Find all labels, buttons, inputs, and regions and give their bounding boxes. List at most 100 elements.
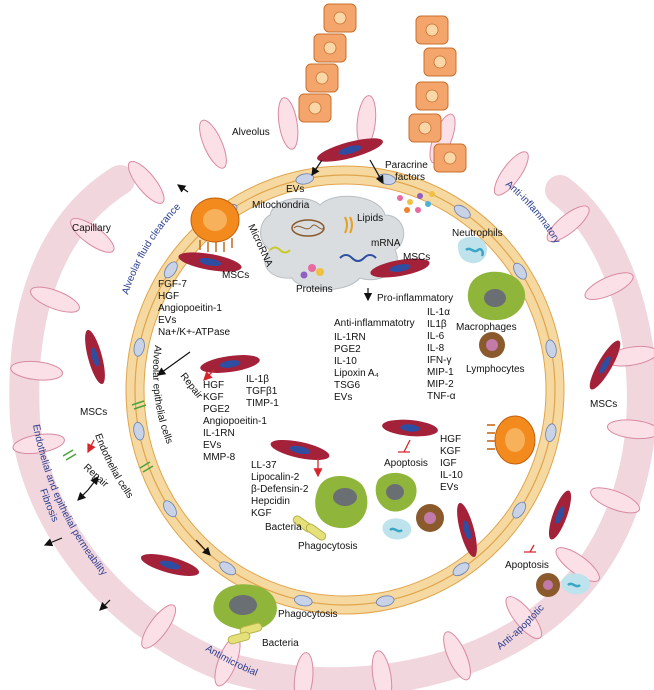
- pro-inflammatory-item: MIP-2: [427, 379, 454, 390]
- epithelial-nucleus: [545, 339, 557, 359]
- red-arrows: [87, 369, 536, 553]
- evs-label: EVs: [286, 184, 304, 195]
- anti-apoptotic-item: EVs: [440, 482, 458, 493]
- endothelial-cell: [546, 205, 590, 243]
- lymphocytes-label: Lymphocytes: [466, 364, 525, 375]
- endothelial-cell: [70, 217, 115, 253]
- capillary-immune-cells: [536, 573, 591, 597]
- repair-up-item: PGE2: [203, 404, 230, 415]
- alveolar-epithelial-cells-label: Alveolar epithelial cells: [150, 345, 175, 446]
- anti-inflammatory-item: EVs: [334, 392, 352, 403]
- endothelial-cell: [584, 272, 634, 301]
- endothelial-cell: [590, 487, 641, 514]
- epithelial-nucleus: [453, 204, 471, 219]
- endothelial-cell: [493, 151, 529, 196]
- anti-inflammatory-heading: Anti-inflammatotry: [334, 318, 415, 329]
- phagocytosis-label-center: Phagocytosis: [298, 541, 357, 552]
- capillary-label: Capillary: [72, 223, 111, 234]
- antimicrobial-item: KGF: [251, 508, 272, 519]
- epithelial-nucleus: [512, 501, 527, 519]
- mscs-label-left: MSCs: [80, 407, 107, 418]
- repair-up-item: EVs: [203, 440, 221, 451]
- epithelial-nucleus: [295, 173, 315, 185]
- epithelial-nucleus: [133, 338, 145, 357]
- epithelial-nucleus: [133, 421, 145, 441]
- endothelial-cell: [127, 160, 165, 204]
- epithelial-nucleus: [513, 262, 527, 280]
- repair-up-item: HGF: [203, 380, 224, 391]
- endothelial-cell: [277, 97, 299, 150]
- mscs-label-top-left: MSCs: [222, 270, 249, 281]
- neutrophil-icon: [458, 236, 487, 264]
- bacteria-label-bottom: Bacteria: [262, 638, 299, 649]
- repair-label-inner: Repair: [178, 371, 205, 402]
- antimicrobial-item: LL-37: [251, 460, 277, 471]
- epithelial-nucleus: [452, 562, 470, 577]
- repair-up-item: IL-1RN: [203, 428, 235, 439]
- epithelial-nucleus: [219, 561, 237, 576]
- pro-inflammatory-item: IL-1α: [427, 307, 450, 318]
- pro-inflammatory-item: IL1β: [427, 319, 447, 330]
- anti-inflammatory-item: TSG6: [334, 380, 361, 391]
- fluid-clearance-item: HGF: [158, 291, 179, 302]
- pro-inflammatory-item: IFN-γ: [427, 355, 451, 366]
- fluid-clearance-item: Na+/K+-ATPase: [158, 327, 231, 338]
- proteins-label: Proteins: [296, 284, 333, 295]
- endothelial-cell: [505, 596, 543, 640]
- endothelial-cell: [10, 360, 64, 381]
- bacteria-label-center: Bacteria: [265, 522, 302, 533]
- anti-inflammatory-item: IL-10: [334, 356, 357, 367]
- pro-inflammatory-item: TNF-α: [427, 391, 456, 402]
- apoptosis-label-center: Apoptosis: [384, 458, 428, 469]
- lymphocyte-icon: [479, 332, 505, 358]
- repair-down-item: TIMP-1: [246, 398, 279, 409]
- epithelial-nucleus: [545, 423, 557, 442]
- macrophages-label: Macrophages: [456, 322, 517, 333]
- lipids-label: Lipids: [357, 213, 383, 224]
- proteins-icon: [300, 264, 324, 279]
- anti-apoptotic-item: IGF: [440, 458, 457, 469]
- alveolus-label: Alveolus: [232, 127, 270, 138]
- epithelial-nucleus: [294, 595, 313, 607]
- endothelial-cell: [29, 286, 80, 313]
- airway-columnar-cells: [298, 3, 467, 173]
- endothelial-cell: [293, 652, 314, 690]
- fluid-clearance-item: EVs: [158, 315, 176, 326]
- anti-apoptotic-item: IL-10: [440, 470, 463, 481]
- phagocytosis-label-bottom: Phagocytosis: [278, 609, 337, 620]
- mrna-icon: [339, 254, 377, 262]
- repair-up-item: Angiopoeitin-1: [203, 416, 267, 427]
- repair-down-item: IL-1β: [246, 374, 269, 385]
- apoptotic-cells: [375, 472, 444, 540]
- anti-apoptotic-item: KGF: [440, 446, 461, 457]
- endothelial-cell: [12, 433, 65, 455]
- mitochondria-label: Mitochondria: [252, 200, 310, 211]
- green-markers: [62, 400, 154, 473]
- endothelial-cell: [443, 631, 471, 681]
- endothelial-cell: [371, 650, 393, 690]
- mscs-label-center: MSCs: [403, 252, 430, 263]
- bacteria-center: [292, 515, 327, 541]
- endothelium-ring: [9, 95, 654, 690]
- antimicrobial-item: Hepcidin: [251, 496, 290, 507]
- anti-apoptotic-item: HGF: [440, 434, 461, 445]
- apoptosis-label-right: Apoptosis: [505, 560, 549, 571]
- endothelial-cell: [141, 604, 177, 649]
- epithelial-nucleus: [163, 500, 177, 518]
- neutrophils-label: Neutrophils: [452, 228, 503, 239]
- capillary-phagocyte: [213, 584, 277, 645]
- microrna-icon: [269, 246, 291, 254]
- epithelial-nucleus: [163, 261, 178, 279]
- anti-inflammatory-item: PGE2: [334, 344, 361, 355]
- repair-up-item: KGF: [203, 392, 224, 403]
- phagocyte-center: [315, 475, 368, 529]
- paracrine-label-1: Paracrine: [385, 160, 428, 171]
- endothelial-cell: [606, 419, 654, 440]
- epithelial-nucleus: [375, 595, 395, 607]
- mscs-label-right: MSCs: [590, 399, 617, 410]
- anti-inflammatory-item: Lipoxin A₄: [334, 368, 379, 379]
- type-ii-cell-left: [190, 197, 240, 252]
- pro-inflammatory-item: MIP-1: [427, 367, 454, 378]
- alveolar-epithelium: [125, 165, 565, 615]
